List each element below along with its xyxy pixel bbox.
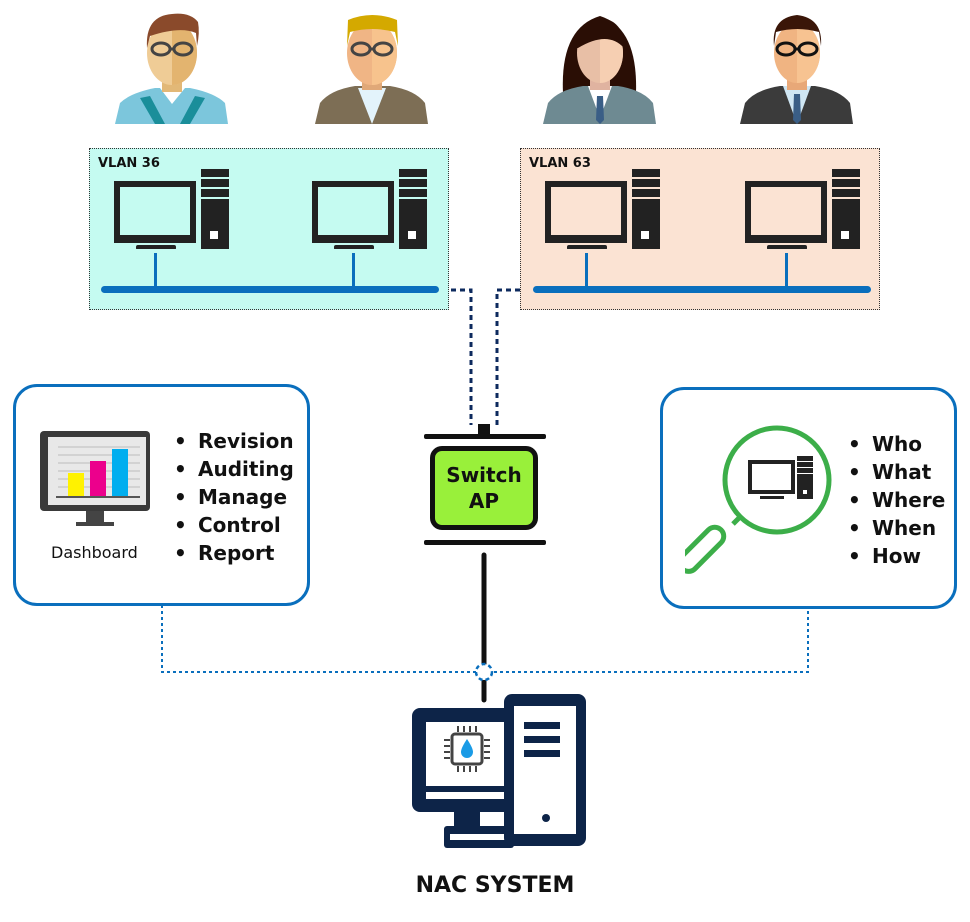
feature-item: Manage xyxy=(174,483,294,511)
switch-bottom-bar xyxy=(424,540,546,545)
user-avatar-3 xyxy=(543,16,656,124)
link-monitor-nac xyxy=(493,605,809,673)
junction-node xyxy=(474,662,494,682)
vlan-63-label: VLAN 63 xyxy=(529,156,591,171)
chart-bar-cyan xyxy=(112,449,128,496)
question-item: What xyxy=(848,458,945,486)
question-item: Where xyxy=(848,486,945,514)
chart-bar-magenta xyxy=(90,461,106,496)
link-dashboard-nac xyxy=(161,605,476,673)
magnifier-computer-icon xyxy=(685,425,832,574)
vlan-36-label: VLAN 36 xyxy=(98,156,160,171)
drop-line xyxy=(585,253,588,289)
computer-icon xyxy=(745,169,860,249)
user-avatar-1 xyxy=(115,13,228,124)
switch-top-port xyxy=(478,424,490,436)
switch-label-line2: AP xyxy=(468,489,500,513)
computer-icon xyxy=(114,169,229,249)
dashboard-panel: Dashboard Revision Auditing Manage Contr… xyxy=(13,384,310,606)
link-vlan36-switch xyxy=(442,288,473,425)
feature-item: Report xyxy=(174,539,294,567)
chart-bar-yellow xyxy=(68,473,84,496)
feature-item: Auditing xyxy=(174,455,294,483)
water-drop-icon xyxy=(461,739,473,758)
drop-line xyxy=(352,253,355,289)
user-avatar-2 xyxy=(315,15,428,124)
computer-icon xyxy=(545,169,660,249)
question-item: When xyxy=(848,514,945,542)
drop-line xyxy=(785,253,788,289)
switch-label-line1: Switch xyxy=(446,463,522,487)
question-item: How xyxy=(848,542,945,570)
monitoring-question-list: Who What Where When How xyxy=(848,430,945,570)
link-vlan63-switch xyxy=(495,288,520,425)
feature-item: Revision xyxy=(174,427,294,455)
nac-system-label: NAC SYSTEM xyxy=(415,873,575,898)
dashboard-label: Dashboard xyxy=(51,543,138,562)
switch-ap-node: Switch AP xyxy=(430,446,538,530)
vlan-36-zone: VLAN 36 xyxy=(89,148,449,310)
computer-icon xyxy=(312,169,427,249)
dashboard-chart-icon xyxy=(40,431,150,526)
vlan-63-zone: VLAN 63 xyxy=(520,148,880,310)
nac-server-icon xyxy=(412,694,586,848)
chip-icon xyxy=(444,726,490,772)
network-bus xyxy=(533,286,871,293)
switch-top-bar xyxy=(424,434,546,439)
question-item: Who xyxy=(848,430,945,458)
feature-item: Control xyxy=(174,511,294,539)
drop-line xyxy=(154,253,157,289)
monitoring-panel: Who What Where When How xyxy=(660,387,957,609)
user-avatar-4 xyxy=(740,15,853,124)
dashboard-feature-list: Revision Auditing Manage Control Report xyxy=(174,427,294,567)
network-bus xyxy=(101,286,439,293)
